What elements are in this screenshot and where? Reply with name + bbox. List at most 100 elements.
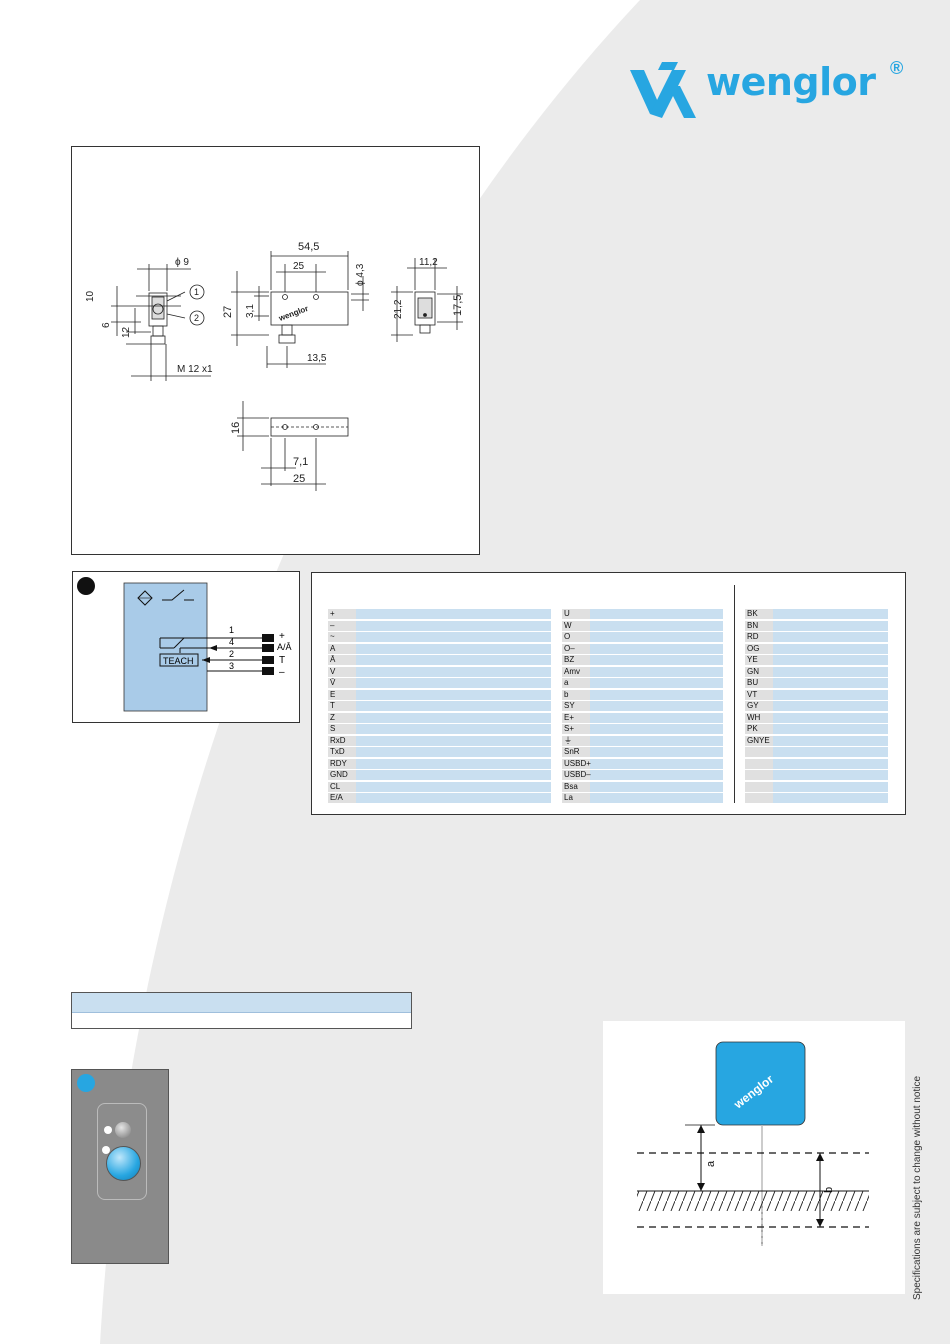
legend-code-cell: BZ: [562, 655, 590, 665]
callout-1: 1: [194, 287, 199, 297]
legend-code-cell: BU: [745, 678, 773, 688]
legend-code: SnR: [564, 747, 580, 756]
legend-row: W: [562, 620, 723, 631]
legend-code-cell: E: [328, 689, 356, 700]
legend-code-cell: [745, 793, 773, 803]
wiring-badge-icon: [77, 577, 95, 595]
legend-code: SY: [564, 701, 575, 710]
legend-code: GY: [747, 701, 759, 710]
dim-54-5: 54,5: [298, 241, 319, 253]
legend-code-cell: W: [562, 620, 590, 631]
legend-code: ⏚: [564, 735, 572, 745]
legend-row: PK: [745, 724, 888, 734]
legend-row: RxD: [328, 735, 551, 746]
pin-2-label: T: [279, 655, 285, 666]
legend-code: BZ: [564, 655, 575, 664]
legend-row: GY: [745, 701, 888, 711]
legend-code: Bsa: [564, 781, 578, 791]
info-table-header: [72, 993, 411, 1013]
control-panel-badge-icon: [77, 1074, 95, 1092]
legend-code: USBD–: [564, 770, 591, 779]
dim-27: 27: [222, 306, 234, 318]
legend-code-cell: a: [562, 678, 590, 688]
legend-row: YE: [745, 655, 888, 665]
legend-code: E: [330, 689, 336, 699]
pin-4-number: 4: [229, 637, 234, 647]
legend-code: USBD+: [564, 758, 591, 768]
legend-code: O: [564, 632, 571, 641]
legend-code: WH: [747, 712, 761, 722]
legend-code-cell: [745, 770, 773, 780]
legend-code: ~: [330, 632, 335, 641]
legend-code-cell: O: [562, 632, 590, 642]
dimension-drawing: wenglor ϕ 9 10 6 12 M 12 x1 1 2 54,5 25 …: [85, 241, 464, 491]
legend-code: OG: [747, 643, 760, 653]
distance-a-label: a: [705, 1160, 717, 1167]
legend-row: E+: [562, 712, 723, 723]
legend-code: BN: [747, 620, 759, 630]
legend-row: ⏚: [562, 735, 723, 746]
status-led-icon: [104, 1126, 112, 1134]
legend-code-cell: YE: [745, 655, 773, 665]
legend-code: RxD: [330, 735, 346, 745]
legend-row: OG: [745, 643, 888, 654]
legend-divider: [734, 585, 735, 803]
legend-row: a: [562, 678, 723, 688]
legend-code: U: [564, 609, 570, 618]
legend-row: BN: [745, 620, 888, 631]
legend-code-cell: +: [328, 609, 356, 619]
legend-row: V̄: [328, 678, 551, 688]
legend-row: USBD+: [562, 758, 723, 769]
legend-code-cell: [745, 781, 773, 792]
legend-code-cell: OG: [745, 643, 773, 654]
dim-11-2: 11,2: [419, 257, 438, 268]
legend-code-cell: GY: [745, 701, 773, 711]
dimension-drawing-panel: [71, 146, 480, 555]
legend-row: E: [328, 689, 551, 700]
legend-code: La: [564, 793, 573, 802]
legend-code-cell: VT: [745, 689, 773, 700]
legend-row: [745, 747, 888, 757]
legend-row: RDY: [328, 758, 551, 769]
dim-25-top: 25: [293, 473, 305, 485]
status-led-grey-icon: [115, 1122, 131, 1138]
legend-code-cell: WH: [745, 712, 773, 723]
legend-row: [745, 793, 888, 803]
legend-row: WH: [745, 712, 888, 723]
dim-6: 6: [101, 322, 112, 328]
sensing-diagram: a b wenglor: [637, 1041, 869, 1246]
legend-row: [745, 781, 888, 792]
legend-code-cell: [745, 747, 773, 757]
dim-21-2: 21,2: [393, 299, 404, 319]
legend-row: TxD: [328, 747, 551, 757]
legend-code: GN: [747, 666, 759, 676]
dim-16: 16: [230, 422, 242, 434]
legend-code: GND: [330, 770, 348, 779]
legend-code: E/A: [330, 793, 343, 802]
legend-code-cell: T: [328, 701, 356, 711]
pin-3-number: 3: [229, 661, 234, 671]
legend-code-cell: TxD: [328, 747, 356, 757]
legend-code-cell: ~: [328, 632, 356, 642]
legend-code-cell: Ā: [328, 655, 356, 665]
legend-row: T: [328, 701, 551, 711]
legend-code: S: [330, 724, 336, 733]
legend-row: USBD–: [562, 770, 723, 780]
pin-4-label: A/Ā: [277, 642, 292, 652]
legend-row: O–: [562, 643, 723, 654]
legend-code-cell: USBD–: [562, 770, 591, 780]
legend-code: GNYE: [747, 735, 770, 745]
legend-row: GNYE: [745, 735, 888, 746]
legend-code: BK: [747, 609, 758, 618]
dim-phi4-3: ϕ 4,3: [355, 263, 366, 286]
legend-row: GND: [328, 770, 551, 780]
legend-row: Ā: [328, 655, 551, 665]
legend-code: O–: [564, 643, 575, 653]
dim-25-side: 25: [293, 261, 305, 272]
legend-row: Bsa: [562, 781, 723, 792]
teach-button[interactable]: [106, 1146, 141, 1181]
legend-code: TxD: [330, 747, 345, 756]
legend-row: b: [562, 689, 723, 700]
legend-code-cell: GND: [328, 770, 356, 780]
